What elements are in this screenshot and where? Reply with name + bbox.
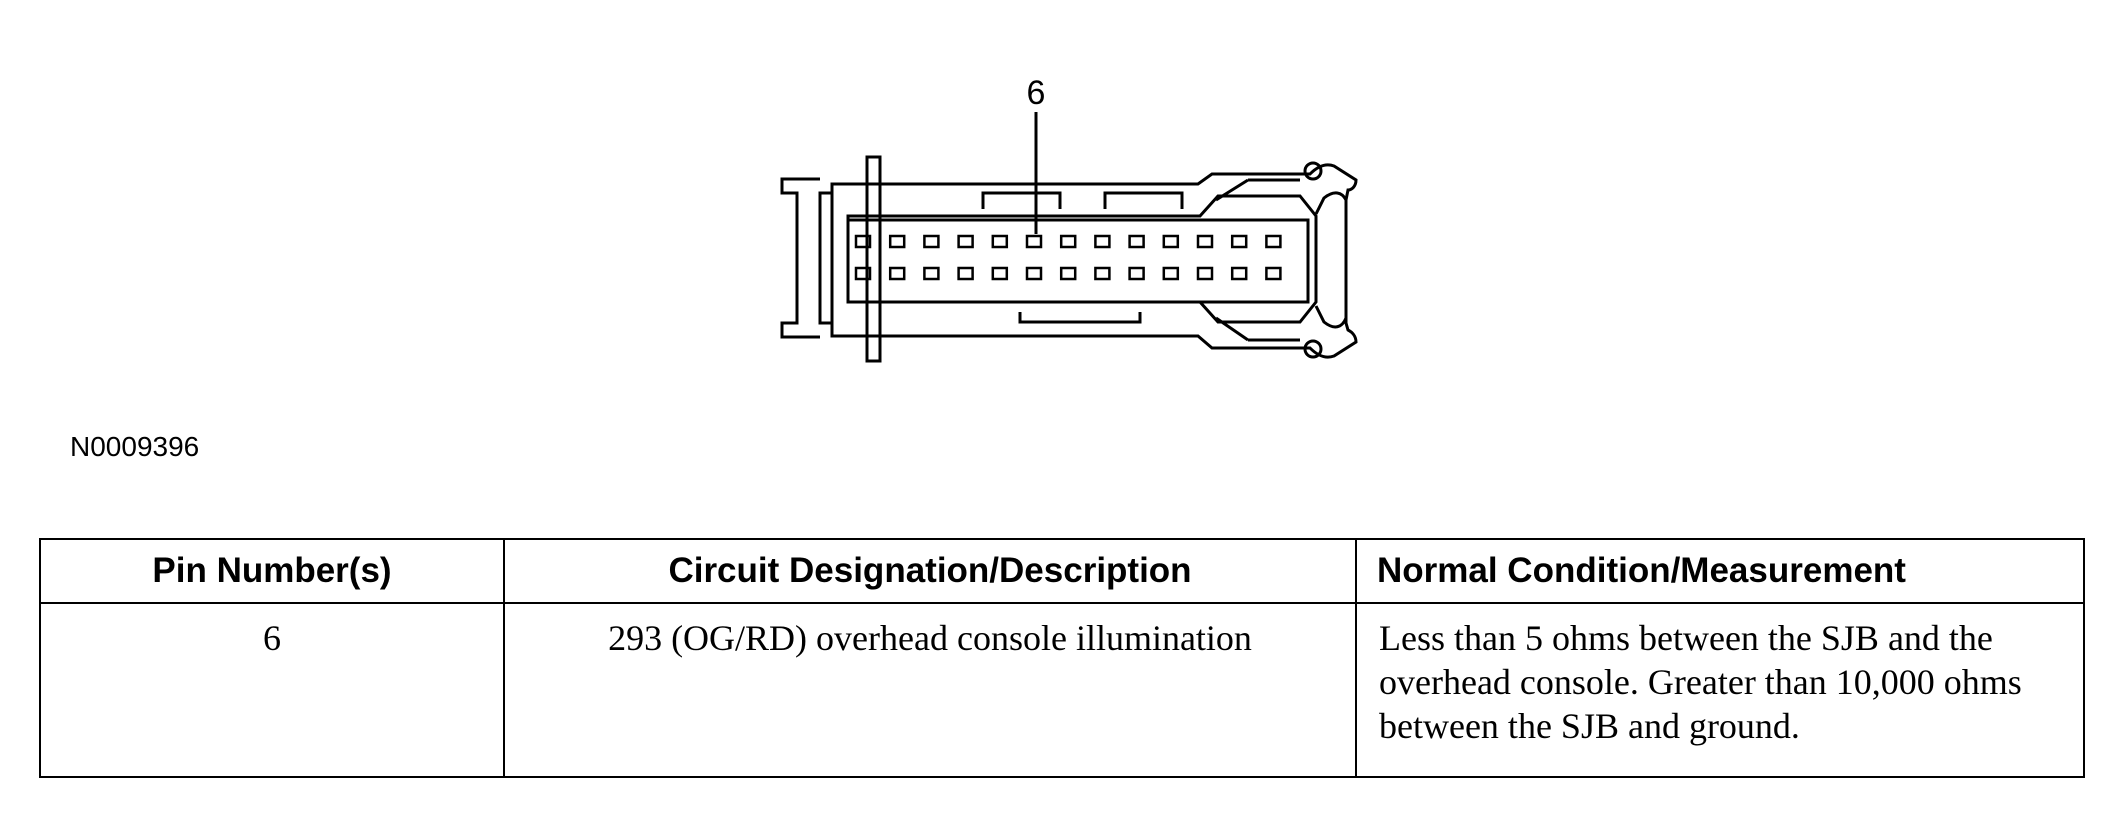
terminal-pin — [1059, 266, 1077, 281]
cell-pin: 6 — [39, 602, 505, 778]
terminal-pin — [1025, 266, 1043, 281]
table-row: 6 293 (OG/RD) overhead console illuminat… — [39, 602, 2085, 778]
terminal-pin — [1162, 266, 1180, 281]
table-header-row: Pin Number(s) Circuit Designation/Descri… — [39, 538, 2085, 604]
terminal-pin — [1094, 234, 1111, 249]
terminal-pin — [1025, 234, 1043, 249]
terminal-pin — [1059, 234, 1077, 249]
terminal-pin — [991, 234, 1009, 249]
connector-top-key-2 — [1103, 191, 1184, 209]
mounting-hole-top — [1303, 161, 1323, 181]
cell-condition: Less than 5 ohms between the SJB and the… — [1355, 602, 2085, 778]
connector-left-latch — [780, 177, 820, 339]
connector-right-cover — [1314, 191, 1348, 329]
terminal-pin — [991, 266, 1009, 281]
terminal-pin — [1265, 234, 1282, 249]
terminal-pin — [1162, 234, 1180, 249]
terminal-pin — [1094, 266, 1111, 281]
terminal-pin — [923, 266, 940, 281]
pin-table: Pin Number(s) Circuit Designation/Descri… — [39, 538, 2085, 778]
figure-id: N0009396 — [70, 431, 200, 462]
terminal-pin — [888, 266, 906, 281]
terminal-pin — [1196, 234, 1214, 249]
connector-bottom-key — [1018, 312, 1142, 324]
terminal-pin — [923, 234, 940, 249]
header-pin-number: Pin Number(s) — [39, 538, 505, 604]
connector-top-key — [981, 191, 1062, 209]
terminal-window — [846, 218, 1310, 304]
header-condition: Normal Condition/Measurement — [1355, 538, 2085, 604]
header-circuit: Circuit Designation/Description — [503, 538, 1357, 604]
terminal-pin — [1265, 266, 1282, 281]
terminal-pin — [957, 234, 974, 249]
connector-housing — [830, 163, 1358, 359]
connector-diagram: 6 — [780, 74, 1358, 363]
terminal-pin-grid — [854, 234, 1282, 281]
terminal-pin — [854, 266, 872, 281]
terminal-pin — [1230, 234, 1248, 249]
connector-lock-tab — [865, 155, 882, 363]
terminal-pin — [1128, 266, 1145, 281]
terminal-pin — [1196, 266, 1214, 281]
mounting-hole-bottom — [1303, 339, 1323, 359]
terminal-pin — [1128, 234, 1145, 249]
terminal-pin — [888, 234, 906, 249]
pin-callout-label: 6 — [1027, 74, 1046, 112]
terminal-pin — [957, 266, 974, 281]
terminal-pin — [854, 234, 872, 249]
terminal-pin — [1230, 266, 1248, 281]
connector-left-rib — [818, 191, 834, 325]
cell-circuit: 293 (OG/RD) overhead console illuminatio… — [503, 602, 1357, 778]
